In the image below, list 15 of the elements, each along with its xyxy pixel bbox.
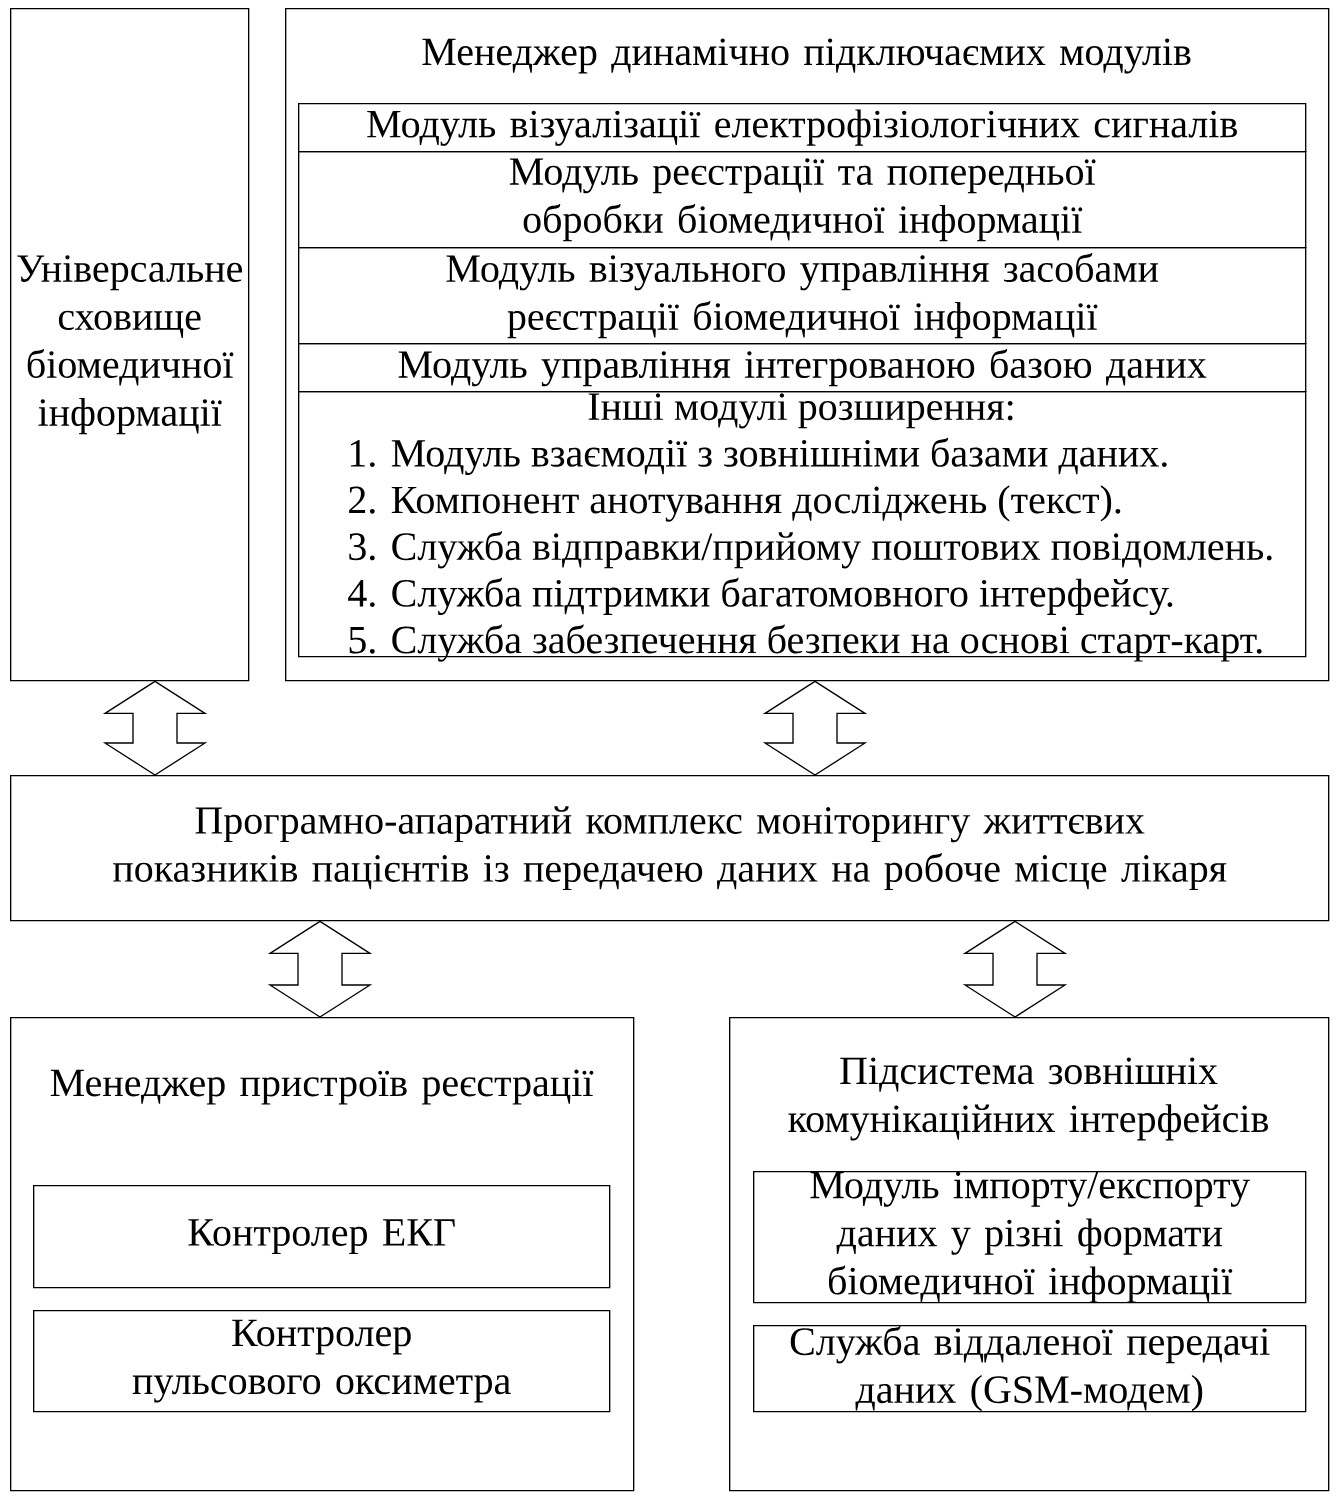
double-arrow	[762, 680, 868, 776]
double-arrow	[102, 680, 208, 776]
module-box: Модуль управління інтегрованою базою даних	[298, 343, 1307, 393]
complex-box: Програмно-апаратний комплекс моніторингу життєвих показників пацієнтів із передачею даних на робоче місце лікаря	[10, 775, 1330, 922]
storage-box: Універсальне сховище біомедичної інформації	[10, 8, 250, 682]
controller-box: Контролер ЕКГ	[33, 1185, 611, 1289]
module-list-box: Інші модулі розширення: 1. Модуль взаємодії з зовнішніми базами даних. 2. Компонент анотування досліджень (текст). 3. Служба відправки/прийому поштових повідомлень. 4. Служба підтримки багатомовного інтерфейсу. 5. Служба забезпечення безпеки на основі старт-карт.	[298, 391, 1307, 662]
controller-box: Контролер пульсового оксиметра	[33, 1310, 611, 1413]
double-arrow	[962, 920, 1068, 1018]
service-box: Служба віддаленої передачі даних (GSM-модем)	[753, 1325, 1307, 1413]
module-box: Модуль візуального управління засобами реєстрації біомедичної інформації	[298, 247, 1307, 345]
module-box: Модуль візуалізації електрофізіологічних сигналів	[298, 103, 1307, 153]
module-box: Модуль імпорту/експорту даних у різні формати біомедичної інформації	[753, 1171, 1307, 1304]
double-arrow	[267, 920, 373, 1018]
module-box: Модуль реєстрації та попередньої обробки біомедичної інформації	[298, 151, 1307, 249]
